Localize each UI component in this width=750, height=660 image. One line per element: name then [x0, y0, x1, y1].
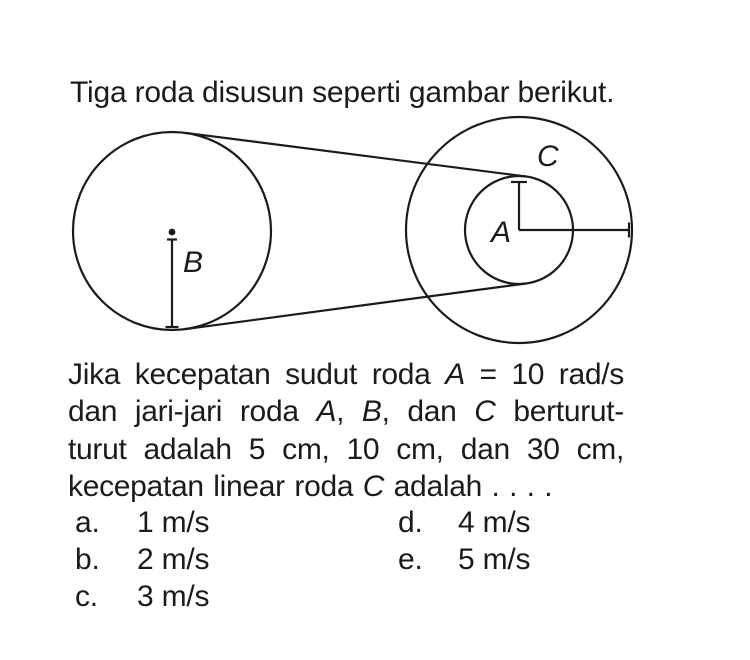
- option-c-value: 3 m/s: [137, 580, 210, 613]
- question-line-1: Jika kecepatan sudut roda A = 10 rad/s: [68, 356, 624, 393]
- variable-a: A: [316, 395, 337, 429]
- question-line-2-mid: , dan: [381, 395, 475, 429]
- variable-a: A: [445, 358, 465, 391]
- question-line-3: turut adalah 5 cm, 10 cm, dan 30 cm,: [68, 431, 624, 468]
- variable-c: C: [474, 395, 496, 429]
- question-line-2-text: dan jari-jari roda: [68, 395, 317, 429]
- option-c-letter: c.: [75, 580, 98, 613]
- variable-c: C: [362, 470, 385, 504]
- wheels-diagram: B A C: [71, 115, 634, 345]
- option-d-value: 4 m/s: [458, 506, 531, 539]
- question-line-2: dan jari-jari roda A, B, dan C berturut-: [68, 393, 624, 430]
- wheel-c-label: C: [537, 140, 559, 173]
- wheel-b-label: B: [183, 246, 203, 279]
- problem-title: Tiga roda disusun seperti gambar berikut…: [70, 76, 615, 109]
- variable-b: B: [361, 395, 382, 429]
- wheel-a-label: A: [489, 216, 511, 249]
- question-line-1-text: Jika kecepatan sudut roda: [68, 358, 446, 391]
- option-e-letter: e.: [398, 543, 423, 576]
- option-b-letter: b.: [75, 543, 100, 576]
- belt-bottom-line: [184, 282, 527, 331]
- question-line-4-tail: adalah . . . .: [384, 470, 553, 504]
- question-text: Jika kecepatan sudut roda A = 10 rad/s d…: [68, 356, 624, 506]
- question-line-4-text: kecepatan linear roda: [68, 470, 363, 504]
- question-line-3-text: turut adalah 5 cm, 10 cm, dan 30 cm,: [68, 432, 624, 466]
- wheel-c-circle: [404, 115, 634, 345]
- question-line-4: kecepatan linear roda C adalah . . . .: [68, 468, 624, 505]
- wheel-b-center-dot: [168, 228, 176, 236]
- belt-top-line: [184, 131, 527, 178]
- option-b-value: 2 m/s: [137, 543, 210, 576]
- wheel-b-circle: [71, 130, 273, 332]
- option-d-letter: d.: [398, 506, 423, 539]
- option-a-value: 1 m/s: [137, 506, 210, 539]
- question-line-2-tail: berturut-: [495, 395, 624, 429]
- question-line-1-tail: = 10 rad/s: [464, 358, 625, 391]
- option-a-letter: a.: [75, 506, 100, 539]
- comma: ,: [336, 395, 362, 429]
- option-e-value: 5 m/s: [458, 543, 531, 576]
